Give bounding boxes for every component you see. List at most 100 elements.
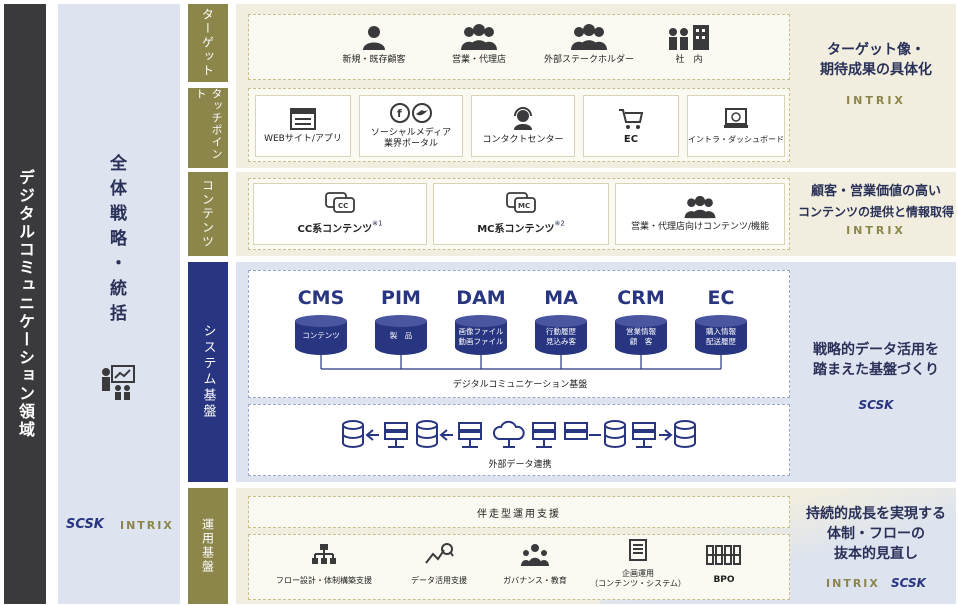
system-right-title-1: 戦略的データ活用を <box>813 342 939 358</box>
target-item-3: 外部ステークホルダー <box>529 23 649 66</box>
target-tag-label: ターゲット <box>200 8 215 78</box>
system-name: PIM <box>381 287 421 309</box>
operation-item-4: 企画運用 （コンテンツ・システム） <box>583 539 693 589</box>
touchpoint-label: EC <box>623 133 639 145</box>
system-item-ma: MA 行動履歴 見込み客 <box>526 287 596 355</box>
target-tag: ターゲット <box>188 4 228 82</box>
database-cylinder-icon: 製 品 <box>375 315 427 355</box>
cc-bubble-icon: CC <box>325 192 355 213</box>
svg-text:CC: CC <box>338 202 348 210</box>
org-chart-icon <box>312 544 336 564</box>
browser-icon <box>290 107 316 130</box>
platform-label: デジタルコミュニケーション基盤 <box>452 380 588 390</box>
system-item-crm: CRM 営業情報 顧 客 <box>606 287 676 355</box>
contents-label: MC系コンテンツ <box>477 224 555 235</box>
brand-intrix: INTRIX <box>120 519 174 532</box>
operation-label: BPO <box>713 575 735 585</box>
touchpoint-card-3: コンタクトセンター <box>471 95 575 157</box>
operation-item-1: フロー設計・体制構築支援 <box>259 543 389 586</box>
analytics-icon <box>425 543 454 564</box>
operation-tag: 運用基盤 <box>188 488 228 604</box>
system-right-title-2: 踏まえた基盤づくり <box>813 362 939 378</box>
group-icon <box>461 24 497 50</box>
target-right-text: ターゲット像・ 期待成果の具体化 INTRIX <box>798 40 954 107</box>
database-cylinder-icon: 営業情報 顧 客 <box>615 315 667 355</box>
touchpoint-card-1: WEBサイト/アプリ <box>255 95 351 157</box>
operation-right-title-2: 体制・フローの <box>827 526 925 542</box>
touchpoint-label: WEBサイト/アプリ <box>264 133 342 144</box>
operation-right-title-3: 抜本的見直し <box>834 546 918 562</box>
database-label: 購入情報 配送履歴 <box>706 327 736 346</box>
database-label: 画像ファイル 動画ファイル <box>458 327 504 346</box>
group-icon <box>684 195 716 219</box>
contents-tag-label: コンテンツ <box>200 179 215 249</box>
svg-text:MC: MC <box>518 202 530 210</box>
system-name: EC <box>707 287 735 309</box>
contents-card-3: 営業・代理店向けコンテンツ/機能 <box>615 183 785 245</box>
contents-right-title-1: 顧客・営業価値の高い <box>810 184 941 199</box>
team-icon <box>521 544 549 566</box>
operation-label: フロー設計・体制構築支援 <box>276 576 372 585</box>
contents-card-2: MC MC系コンテンツ※2 <box>433 183 609 245</box>
system-right-brand: SCSK <box>858 398 894 412</box>
system-right-text: 戦略的データ活用を 踏まえた基盤づくり SCSK <box>798 340 954 412</box>
system-name: DAM <box>456 287 506 309</box>
mc-bubble-icon: MC <box>506 192 536 213</box>
headset-icon <box>514 106 532 130</box>
system-item-pim: PIM 製 品 <box>366 287 436 355</box>
system-name: CMS <box>297 287 345 309</box>
document-icon <box>629 539 647 561</box>
social-icon: f <box>390 103 432 123</box>
touchpoint-card-4: EC <box>583 95 679 157</box>
database-cylinder-icon: コンテンツ <box>295 315 347 355</box>
system-name: CRM <box>617 287 665 309</box>
target-item-4: 社 内 <box>649 23 729 66</box>
contents-box: CC CC系コンテンツ※1 MC MC系コンテンツ※2 営業・代理店向けコンテン… <box>248 178 790 250</box>
contents-right-title-2: コンテンツの提供と情報取得 <box>798 205 955 219</box>
contents-right-text: 顧客・営業価値の高い コンテンツの提供と情報取得 INTRIX <box>798 182 954 237</box>
target-item-1: 新規・既存顧客 <box>319 23 429 66</box>
operation-item-5: BPO <box>689 543 759 585</box>
target-item-label: 新規・既存顧客 <box>342 55 406 65</box>
group-icon <box>571 24 607 50</box>
contents-label: CC系コンテンツ <box>297 224 373 235</box>
office-people-icon <box>669 25 709 50</box>
system-tag-label: システム基盤 <box>200 324 216 420</box>
target-item-2: 営業・代理店 <box>424 23 534 66</box>
touchpoint-tag: タッチポイント <box>188 88 228 168</box>
people-row-icon <box>706 545 741 565</box>
dashboard-icon <box>724 107 748 128</box>
svg-text:f: f <box>397 107 402 120</box>
operation-label: ガバナンス・教育 <box>503 576 567 585</box>
touchpoint-label: イントラ・ダッシュボード <box>688 134 784 144</box>
domain-label: デジタルコミュニケーション領域 <box>16 169 35 439</box>
operation-brand-scsk: SCSK <box>890 576 926 590</box>
support-box: 伴走型運用支援 <box>248 496 790 528</box>
data-flow-icons <box>342 420 696 448</box>
touchpoint-tag-label: タッチポイント <box>194 88 223 160</box>
brand-scsk: SCSK <box>66 517 104 532</box>
system-tag: システム基盤 <box>188 262 228 482</box>
strategy-column: 全体戦略・統括 SCSK INTRIX <box>58 4 180 604</box>
operation-label: データ活用支援 <box>411 576 467 585</box>
target-right-title-2: 期待成果の具体化 <box>820 62 932 78</box>
target-box: 新規・既存顧客 営業・代理店 外部ステークホルダー 社 内 <box>248 14 790 80</box>
person-icon <box>363 26 385 50</box>
cart-icon <box>619 108 644 129</box>
system-name: MA <box>544 287 578 309</box>
touchpoint-label: コンタクトセンター <box>482 134 564 145</box>
touchpoint-label: ソーシャルメディア 業界ポータル <box>370 128 452 149</box>
target-right-title-1: ターゲット像・ <box>827 42 925 58</box>
database-label: 行動履歴 見込み客 <box>546 327 576 346</box>
operation-right-title-1: 持続的成長を実現する <box>806 506 946 522</box>
touchpoint-card-5: イントラ・ダッシュボード <box>687 95 785 157</box>
operation-right-text: 持続的成長を実現する 体制・フローの 抜本的見直し INTRIX SCSK <box>798 504 954 591</box>
touchpoint-box: WEBサイト/アプリ f ソーシャルメディア 業界ポータル コンタクトセンター … <box>248 88 790 162</box>
contents-label: 営業・代理店向けコンテンツ/機能 <box>630 222 770 232</box>
target-item-label: 社 内 <box>675 55 703 65</box>
database-label: 製 品 <box>389 331 413 340</box>
system-platform-box: CMS コンテンツ PIM 製 品 DAM 画像ファイル 動画ファイル MA 行… <box>248 270 790 398</box>
operation-label: 企画運用 （コンテンツ・システム） <box>590 569 686 588</box>
contents-tag: コンテンツ <box>188 172 228 256</box>
target-item-label: 外部ステークホルダー <box>543 55 634 65</box>
